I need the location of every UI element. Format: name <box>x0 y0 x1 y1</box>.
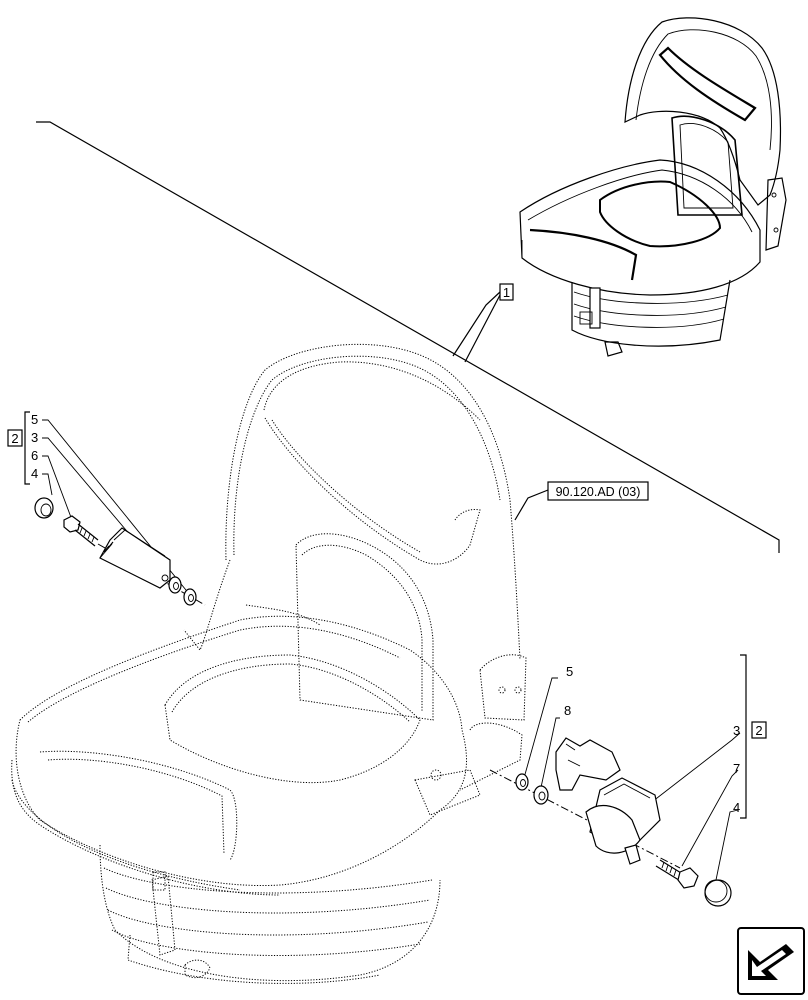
left-spacer-part <box>183 588 197 606</box>
divider-line <box>36 121 780 553</box>
left-bolt-part <box>63 515 99 547</box>
left-item-3: 6 <box>31 448 38 463</box>
leader-1b <box>464 294 501 363</box>
callout-ref-seat: 1 <box>499 283 514 301</box>
arrow-icon[interactable] <box>737 927 805 995</box>
right-label-spacer: 8 <box>564 703 571 718</box>
right-bolt-part <box>655 859 699 889</box>
leader-right-8 <box>539 717 560 793</box>
right-cap-part <box>704 879 732 907</box>
right-group-bracket: 2 <box>740 654 767 819</box>
leader-right-4 <box>715 809 739 881</box>
left-washer-part <box>168 576 182 594</box>
leader-ref-link <box>514 489 549 521</box>
leader-right-5 <box>523 677 558 779</box>
callout-ref-link[interactable]: 90.120.AD (03) <box>547 481 649 501</box>
right-label-bolt: 7 <box>733 761 740 776</box>
leader-left-4 <box>42 473 53 496</box>
left-item-1: 5 <box>31 412 38 427</box>
leader-left-5 <box>42 419 191 596</box>
callout-group-left-label: 2 <box>11 431 18 446</box>
right-spacer-part <box>533 785 549 805</box>
right-buckle-part <box>555 737 661 865</box>
left-item-labels: 5 3 6 4 <box>31 412 38 481</box>
left-item-4: 4 <box>31 466 38 481</box>
right-label-cap: 4 <box>733 800 740 815</box>
leader-right-3 <box>647 732 741 806</box>
main-seat-illustration <box>11 343 527 984</box>
leader-1a <box>452 291 501 357</box>
left-cap-part <box>34 497 54 519</box>
right-label-washer: 5 <box>566 664 573 679</box>
callout-group-right-label: 2 <box>755 723 762 738</box>
leader-left-6 <box>42 455 73 521</box>
left-group-bracket: 2 <box>7 411 30 485</box>
right-washer-part <box>515 773 529 791</box>
right-label-buckle: 3 <box>733 723 740 738</box>
callout-ref-link-label: 90.120.AD (03) <box>556 485 641 499</box>
reference-seat-illustration <box>519 17 787 357</box>
callout-ref-seat-label: 1 <box>503 285 510 300</box>
left-buckle-part <box>99 527 171 589</box>
left-item-2: 3 <box>31 430 38 445</box>
leader-right-7 <box>681 769 739 867</box>
